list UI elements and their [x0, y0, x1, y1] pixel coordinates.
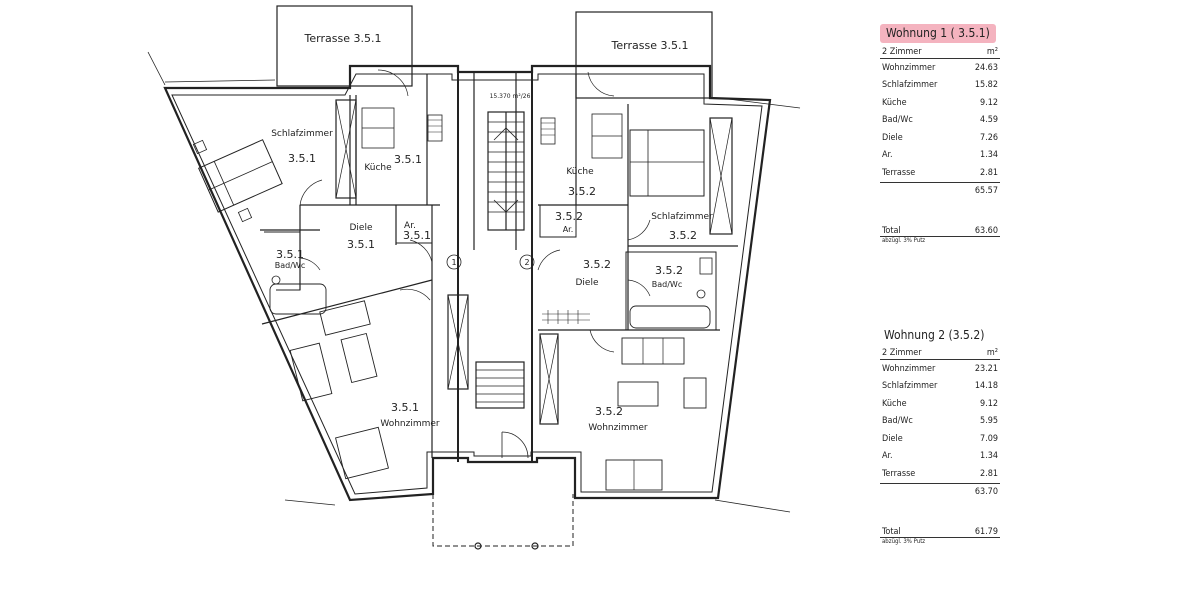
- right-bad-label: Bad/Wc: [652, 280, 682, 289]
- area-table-wohnung-1: Wohnung 1 ( 3.5.1) 2 Zimmer m² Wohnzimme…: [880, 22, 1000, 244]
- terrace-left-label: Terrasse 3.5.1: [304, 32, 382, 45]
- left-ar-label: Ar.: [404, 221, 416, 231]
- left-schlafzimmer-label: Schlafzimmer: [271, 129, 333, 139]
- table-row: Ar.1.34: [882, 451, 998, 462]
- right-ar-num: 3.5.2: [555, 210, 583, 223]
- right-kueche-num: 3.5.2: [568, 185, 596, 198]
- terrace-right-outline: [575, 11, 713, 99]
- door-marker-2-circle: [519, 254, 535, 270]
- right-diele-num: 3.5.2: [583, 258, 611, 271]
- stair-note: 15.370 m²/26: [490, 93, 531, 100]
- left-bad-num: 3.5.1: [276, 248, 304, 261]
- door-marker-2: 2: [524, 258, 529, 267]
- right-wohn-label: Wohnzimmer: [588, 423, 648, 433]
- left-kueche-label: Küche: [364, 163, 392, 173]
- left-schlafzimmer-num: 3.5.1: [288, 152, 316, 165]
- wohnung-2-header: 2 Zimmer m²: [880, 348, 1000, 360]
- wohnung-2-title: Wohnung 2 (3.5.2): [884, 328, 985, 342]
- right-kueche-label: Küche: [566, 167, 594, 177]
- left-diele-label: Diele: [349, 223, 372, 233]
- left-kueche-num: 3.5.1: [394, 153, 422, 166]
- left-ar-num: 3.5.1: [403, 229, 431, 242]
- door-marker-1: 1: [451, 258, 456, 267]
- right-schlafzimmer-label: Schlafzimmer: [651, 212, 713, 222]
- right-ar-label: Ar.: [563, 225, 574, 234]
- door-marker-1-circle: [446, 254, 462, 270]
- left-diele-num: 3.5.1: [347, 238, 375, 251]
- terrace-right-label: Terrasse 3.5.1: [611, 39, 689, 52]
- left-wohn-num: 3.5.1: [391, 401, 419, 414]
- right-diele-label: Diele: [575, 278, 598, 288]
- right-schlafzimmer-num: 3.5.2: [669, 229, 697, 242]
- area-table-wohnung-2: Wohnung 2 (3.5.2) 2 Zimmer m² Wohnzimmer…: [880, 324, 1000, 545]
- wohnung-1-header: 2 Zimmer m²: [880, 47, 1000, 59]
- wohnung-1-total-note: abzügl. 3% Putz: [882, 236, 926, 244]
- wohnung-2-subtotal: 63.70: [880, 482, 1000, 497]
- left-wohn-label: Wohnzimmer: [380, 419, 440, 429]
- wohnung-1-title: Wohnung 1 ( 3.5.1): [880, 22, 1000, 43]
- terrace-left-outline: [276, 5, 413, 87]
- floor-plan: Terrasse 3.5.1 Terrasse 3.5.1 15.370 m²/…: [147, 5, 801, 550]
- right-bad-num: 3.5.2: [655, 264, 683, 277]
- right-wohn-num: 3.5.2: [595, 405, 623, 418]
- table-row: Ar.1.34: [882, 150, 998, 161]
- wohnung-1-subtotal: 65.57: [880, 181, 1000, 196]
- wohnung-2-total-note: abzügl. 3% Putz: [882, 537, 926, 545]
- left-bad-label: Bad/Wc: [275, 261, 305, 270]
